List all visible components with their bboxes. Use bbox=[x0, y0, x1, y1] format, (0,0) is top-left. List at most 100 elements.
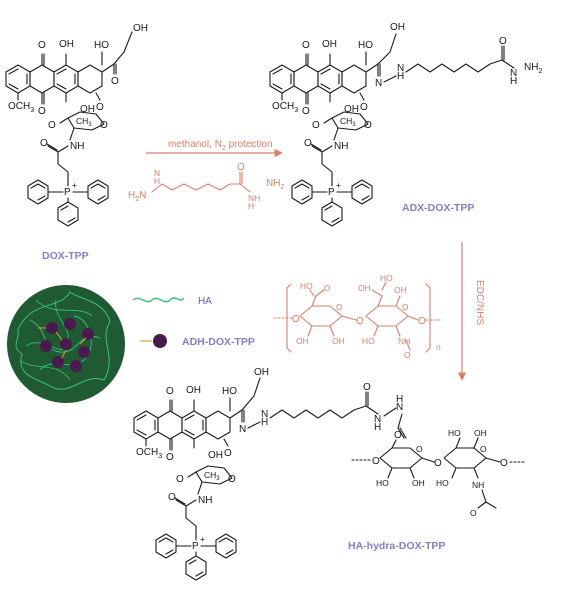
adx-dox-tpp-structure: O O OH OH OCH3 HO OH N H N O N H NH2 O O… bbox=[269, 22, 542, 227]
atom-h: H bbox=[154, 176, 160, 186]
drug-dot bbox=[78, 346, 90, 358]
atom-oh: OH bbox=[254, 367, 269, 378]
label-dox-tpp: DOX-TPP bbox=[42, 250, 89, 262]
atom-o: O bbox=[166, 386, 174, 397]
atom-p: P bbox=[64, 187, 71, 198]
drug-dot bbox=[82, 328, 94, 340]
label-ha-hydra-dox-tpp: HA-hydra-DOX-TPP bbox=[348, 540, 445, 552]
atom-och3: OCH3 bbox=[272, 101, 298, 114]
atom-ch3: CH3 bbox=[76, 116, 92, 128]
atom-h: H bbox=[261, 417, 268, 428]
drug-dot bbox=[52, 356, 64, 368]
atom-oh: OH bbox=[322, 39, 337, 50]
atom-o: O bbox=[324, 283, 331, 293]
atom-o: O bbox=[418, 316, 426, 327]
atom-o: O bbox=[228, 474, 236, 485]
atom-ho: HO bbox=[376, 478, 389, 488]
atom-ho: HO bbox=[436, 478, 449, 488]
atom-o: O bbox=[402, 302, 409, 312]
drug-dot bbox=[40, 340, 52, 352]
atom-o: O bbox=[168, 492, 176, 503]
atom-o: O bbox=[166, 452, 174, 463]
atom-oh: OH bbox=[80, 104, 95, 115]
atom-o: O bbox=[363, 382, 371, 393]
atom-o: O bbox=[480, 444, 487, 454]
atom-n: N bbox=[397, 63, 404, 74]
label-adh-dox-tpp: ADH-DOX-TPP bbox=[182, 336, 255, 348]
atom-o: O bbox=[404, 350, 411, 360]
ha-legend-strand bbox=[132, 297, 185, 303]
atom-oh: OH bbox=[344, 104, 359, 115]
atom-ho: HO bbox=[300, 281, 313, 291]
ha-strand bbox=[15, 291, 111, 390]
atom-ho: HO bbox=[358, 40, 373, 51]
atom-o: O bbox=[470, 508, 477, 518]
atom-ho: HO bbox=[222, 386, 237, 397]
atom-nh: NH bbox=[398, 336, 410, 346]
atom-oh: OH bbox=[358, 283, 371, 293]
atom-nh: NH bbox=[198, 495, 212, 506]
charge-plus: + bbox=[72, 180, 77, 190]
atom-o: O bbox=[48, 120, 56, 131]
atom-o: O bbox=[434, 458, 442, 469]
atom-oh: OH bbox=[296, 336, 309, 346]
atom-nh: NH bbox=[248, 193, 260, 203]
atom-oh: OH bbox=[412, 478, 425, 488]
atom-o: O bbox=[302, 106, 310, 117]
atom-nh: NH bbox=[334, 141, 348, 152]
atom-o: O bbox=[364, 120, 372, 131]
atom-h: H bbox=[397, 71, 404, 82]
atom-ho: HO bbox=[380, 273, 393, 283]
atom-n: N bbox=[375, 78, 382, 89]
atom-o: O bbox=[237, 162, 245, 173]
atom-o: O bbox=[304, 138, 312, 149]
atom-ho: HO bbox=[362, 336, 375, 346]
atom-h2n: H2N bbox=[128, 190, 146, 203]
atom-n: N bbox=[154, 168, 160, 178]
atom-o: O bbox=[416, 444, 423, 454]
drug-legend-dot bbox=[153, 334, 167, 348]
atom-oh: OH bbox=[474, 428, 487, 438]
ha-hydra-dox-tpp-structure: O O OH OH OCH3 HO OH N H N O N H N H O O… bbox=[133, 367, 525, 581]
legend: HA ADH-DOX-TPP bbox=[132, 296, 255, 348]
dox-tpp-structure: O O OH OH OCH3 HO O OH O O O CH3 NH O P bbox=[5, 23, 148, 227]
atom-o: O bbox=[38, 106, 46, 117]
atom-nh: NH bbox=[70, 141, 84, 152]
condition-step1: methanol, N2 protection bbox=[168, 139, 273, 152]
atom-n: N bbox=[261, 409, 268, 420]
atom-och3: OCH3 bbox=[8, 101, 34, 114]
condition-step2: EDC/NHS bbox=[474, 280, 485, 325]
drug-dot bbox=[64, 318, 76, 330]
atom-oh: OH bbox=[186, 385, 201, 396]
atom-h: H bbox=[396, 394, 403, 405]
ha-reagent-structure: O O HO O OH OH O O OH OH HO HO NH O O n bbox=[273, 273, 441, 360]
charge-plus: + bbox=[336, 180, 341, 190]
atom-ch3: CH3 bbox=[204, 470, 220, 482]
atom-o: O bbox=[312, 120, 320, 131]
atom-o: O bbox=[360, 102, 368, 113]
atom-p: P bbox=[328, 187, 335, 198]
atom-o: O bbox=[100, 120, 108, 131]
atom-nh2: NH2 bbox=[266, 178, 284, 191]
atom-h: H bbox=[510, 76, 517, 87]
atom-o: O bbox=[38, 40, 46, 51]
atom-o: O bbox=[224, 448, 232, 459]
atom-nh: NH bbox=[472, 480, 484, 490]
atom-oh: OH bbox=[332, 336, 345, 346]
legend-ha-label: HA bbox=[198, 296, 212, 307]
charge-plus: + bbox=[200, 534, 205, 544]
atom-oh: OH bbox=[394, 285, 407, 295]
atom-oh: OH bbox=[59, 39, 74, 50]
atom-n: N bbox=[239, 424, 246, 435]
atom-p: P bbox=[192, 541, 199, 552]
atom-n: N bbox=[396, 402, 403, 413]
atom-o: O bbox=[176, 474, 184, 485]
drug-dot bbox=[60, 338, 72, 350]
atom-n: N bbox=[510, 68, 517, 79]
atom-nh2: NH2 bbox=[524, 62, 542, 75]
atom-och3: OCH3 bbox=[136, 447, 162, 460]
atom-o: O bbox=[292, 314, 300, 325]
atom-o: O bbox=[96, 102, 104, 113]
atom-o: O bbox=[40, 138, 48, 149]
label-adx-dox-tpp: ADX-DOX-TPP bbox=[402, 202, 474, 214]
